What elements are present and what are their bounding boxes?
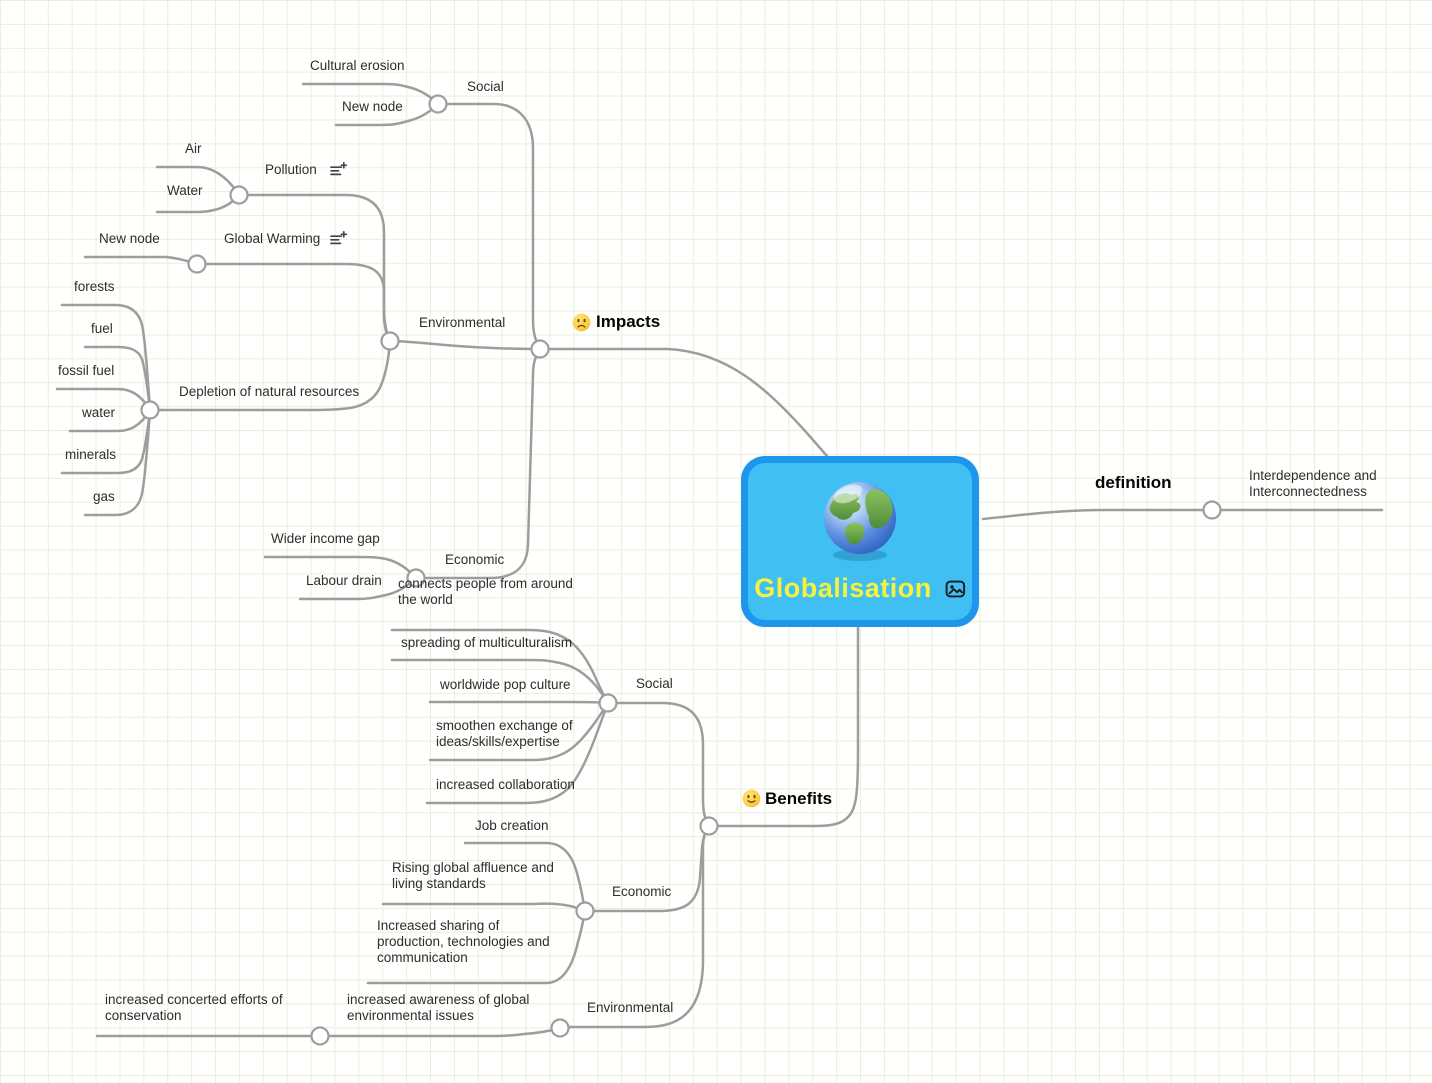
frowning-face-icon (572, 313, 591, 332)
edge-impacts (538, 347, 829, 458)
node-global-warming[interactable]: Global Warming (224, 231, 321, 246)
node-wider-income-gap[interactable]: Wider income gap (271, 531, 380, 546)
edge-global-warming (204, 262, 392, 343)
node-social-benefits[interactable]: Social (636, 676, 673, 691)
edge-economic-impacts (423, 347, 542, 580)
central-node-title: Globalisation (754, 573, 932, 603)
node-rising-affluence[interactable]: Rising global affluence and living stand… (392, 860, 554, 891)
social-impacts-junction[interactable] (428, 94, 448, 114)
awareness-junction[interactable] (310, 1026, 330, 1046)
node-minerals[interactable]: minerals (65, 447, 117, 462)
node-fuel[interactable]: fuel (91, 321, 113, 336)
node-water-depletion[interactable]: water (82, 405, 116, 420)
edge-worldwide (428, 700, 610, 705)
environmental-impacts-junction[interactable] (380, 331, 400, 351)
node-fossil-fuel[interactable]: fossil fuel (58, 363, 115, 378)
smiling-face-icon (742, 789, 761, 808)
definition-junction[interactable] (1202, 500, 1222, 520)
benefits-junction[interactable] (699, 816, 719, 836)
edge-impacts-social (445, 102, 542, 351)
node-interdependence[interactable]: Interdependence and Interconnectedness (1249, 468, 1377, 499)
edge-awareness (327, 1026, 562, 1038)
node-definition[interactable]: definition (1095, 473, 1172, 492)
node-increased-collaboration[interactable]: increased collaboration (436, 777, 575, 792)
node-connects-people[interactable]: connects people from around the world (398, 576, 573, 607)
node-air[interactable]: Air (185, 141, 202, 156)
social-benefits-junction[interactable] (598, 693, 618, 713)
central-node-globalisation[interactable]: Globalisation (741, 456, 979, 627)
node-forests[interactable]: forests (74, 279, 115, 294)
image-icon[interactable] (945, 579, 966, 599)
global-warming-junction[interactable] (187, 254, 207, 274)
globe-image (824, 482, 896, 561)
impacts-junction[interactable] (530, 339, 550, 359)
edge-definition (981, 508, 1205, 521)
node-new-node-social[interactable]: New node (342, 99, 403, 114)
node-economic-impacts[interactable]: Economic (445, 552, 505, 567)
node-gas[interactable]: gas (93, 489, 115, 504)
node-increased-awareness[interactable]: increased awareness of global environmen… (347, 992, 530, 1023)
node-depletion[interactable]: Depletion of natural resources (179, 384, 360, 399)
node-environmental-benefits[interactable]: Environmental (587, 1000, 674, 1015)
node-impacts[interactable]: Impacts (596, 312, 661, 331)
depletion-junction[interactable] (140, 400, 160, 420)
notes-icon[interactable] (329, 230, 348, 248)
edge-new-node-gw (83, 255, 199, 266)
node-labour-drain[interactable]: Labour drain (306, 573, 382, 588)
node-concerted-efforts[interactable]: increased concerted efforts of conservat… (105, 992, 283, 1023)
node-new-node-gw[interactable]: New node (99, 231, 160, 246)
node-social-impacts[interactable]: Social (467, 79, 504, 94)
edge-rising (381, 902, 587, 913)
edge-pollution (246, 193, 392, 343)
economic-impacts-junction[interactable] (406, 568, 426, 588)
edge-environmental-benefits (567, 824, 711, 1029)
node-job-creation[interactable]: Job creation (475, 818, 549, 833)
node-pollution[interactable]: Pollution (265, 162, 317, 177)
environmental-benefits-junction[interactable] (550, 1018, 570, 1038)
node-cultural-erosion[interactable]: Cultural erosion (310, 58, 405, 73)
node-increased-sharing[interactable]: Increased sharing of production, technol… (377, 918, 550, 965)
economic-benefits-junction[interactable] (575, 901, 595, 921)
node-benefits[interactable]: Benefits (765, 789, 833, 808)
node-economic-benefits[interactable]: Economic (612, 884, 672, 899)
node-smoothen-exchange[interactable]: smoothen exchange of ideas/skills/expert… (436, 718, 573, 749)
edge-social-benefits (615, 701, 711, 828)
node-water[interactable]: Water (167, 183, 203, 198)
notes-icon[interactable] (329, 161, 348, 179)
edge-environmental-impacts (388, 339, 542, 351)
node-environmental-impacts[interactable]: Environmental (419, 315, 506, 330)
node-worldwide-pop-culture[interactable]: worldwide pop culture (440, 677, 571, 692)
pollution-junction[interactable] (229, 185, 249, 205)
node-spreading[interactable]: spreading of multiculturalism (401, 635, 573, 650)
